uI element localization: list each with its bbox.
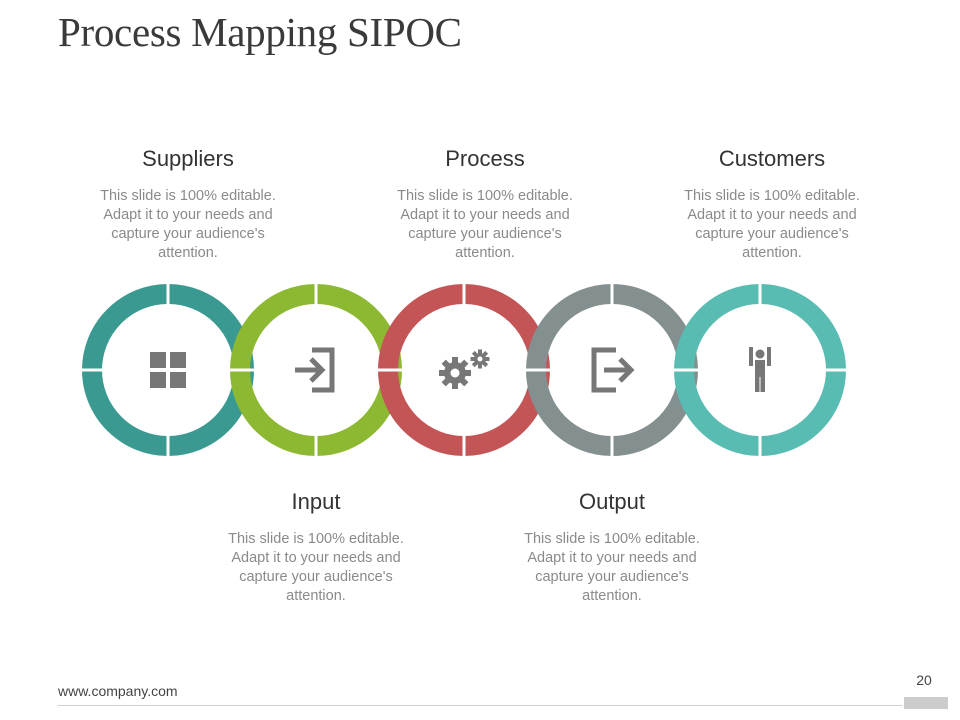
footer-tab: [904, 697, 948, 709]
stage-process-description: This slide is 100% editable. Adapt it to…: [397, 188, 573, 261]
sign-out-icon: [591, 347, 635, 393]
gear-tooth: [452, 382, 458, 389]
stage-process-block: Process This slide is 100% editable. Ada…: [375, 145, 595, 263]
gear-hole: [450, 368, 460, 378]
stage-input-heading: Input: [291, 489, 341, 514]
gear-tooth: [478, 349, 482, 355]
page-number: 20: [916, 672, 932, 688]
gear-tooth: [478, 363, 482, 369]
stage-customers-heading: Customers: [718, 146, 826, 171]
stage-suppliers-heading: Suppliers: [142, 146, 234, 171]
gears-icon: [439, 349, 490, 389]
stage-output-heading: Output: [578, 489, 646, 514]
stage-customers-description: This slide is 100% editable. Adapt it to…: [684, 188, 860, 261]
stage-suppliers-block: Suppliers This slide is 100% editable. A…: [78, 145, 298, 263]
stage-output-block: Output This slide is 100% editable. Adap…: [502, 488, 722, 606]
stage-suppliers-description: This slide is 100% editable. Adapt it to…: [100, 188, 276, 261]
sign-in-icon: [295, 347, 335, 393]
footer-url: www.company.com: [58, 683, 178, 699]
stage-process-heading: Process: [445, 146, 525, 171]
stage-input-description: This slide is 100% editable. Adapt it to…: [228, 531, 404, 604]
grid-icon: [150, 352, 186, 388]
rings-layer: [72, 274, 856, 466]
gear-hole: [477, 356, 483, 362]
footer-divider: [58, 705, 902, 706]
person-icon: [749, 347, 771, 392]
slide-title: Process Mapping SIPOC: [58, 9, 462, 55]
icons-layer: [150, 347, 771, 393]
stage-input-block: Input This slide is 100% editable. Adapt…: [206, 488, 426, 606]
stage-output-description: This slide is 100% editable. Adapt it to…: [524, 531, 700, 604]
gear-tooth: [452, 357, 458, 364]
stage-customers-block: Customers This slide is 100% editable. A…: [662, 145, 882, 263]
